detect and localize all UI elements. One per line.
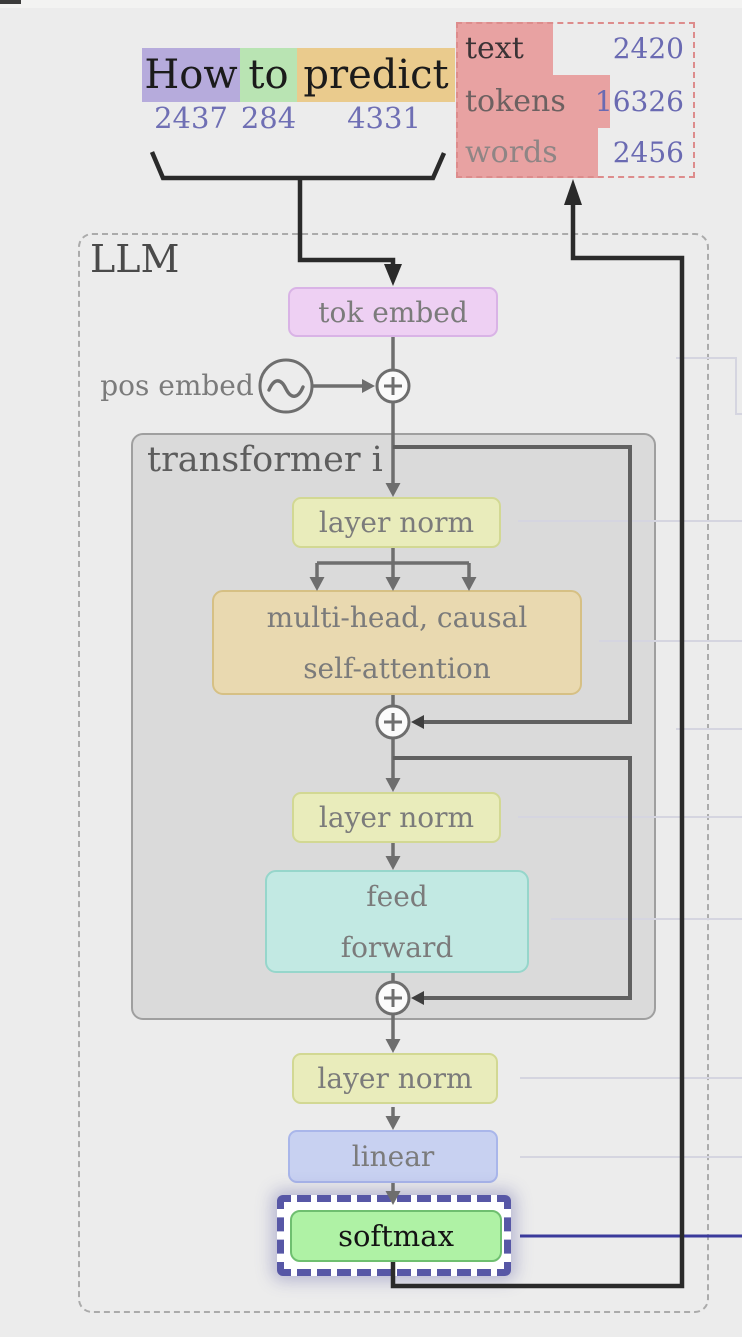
input-token-to[interactable]: to (240, 48, 297, 102)
vocab-row-highlight-words (456, 128, 598, 178)
layer-norm-3-node[interactable]: layer norm (292, 1053, 498, 1104)
softmax-label: softmax (338, 1219, 454, 1253)
vocab-word[interactable]: words (465, 135, 558, 170)
vocab-row-highlight-tokens (456, 75, 610, 128)
input-token-how[interactable]: How (142, 48, 240, 102)
layer-norm-2-label: layer norm (318, 801, 475, 834)
softmax-node[interactable]: softmax (290, 1210, 502, 1262)
token-id-how: 2437 (154, 101, 228, 135)
layer-norm-1-label: layer norm (318, 506, 475, 539)
top-strip (0, 0, 742, 8)
vocab-count: 2420 (612, 32, 684, 65)
transformer-block-label: transformer i (147, 440, 383, 480)
input-token-predict[interactable]: predict (297, 48, 455, 102)
token-id-predict: 4331 (347, 101, 421, 135)
vocab-word[interactable]: text (465, 31, 524, 66)
token-id-to: 284 (240, 101, 297, 135)
linear-label: linear (351, 1140, 435, 1173)
arrowhead-up-icon (564, 179, 582, 205)
self-attention-node[interactable]: multi-head, causal self-attention (212, 590, 582, 695)
layer-norm-3-label: layer norm (317, 1062, 473, 1095)
layer-norm-1-node[interactable]: layer norm (292, 497, 501, 548)
vocab-count: 16326 (594, 85, 684, 118)
input-bracket (149, 151, 447, 181)
corner-sliver (0, 0, 21, 4)
vocab-panel-border (456, 22, 695, 178)
layer-norm-2-node[interactable]: layer norm (292, 792, 501, 843)
vocab-row-highlight-text (456, 22, 553, 75)
vocab-count: 2456 (612, 136, 684, 169)
tok-embed-label: tok embed (318, 295, 468, 329)
llm-label: LLM (90, 237, 180, 281)
feed-forward-label-line1: feed (366, 879, 428, 913)
feed-forward-node[interactable]: feed forward (265, 870, 529, 973)
pos-embed-label: pos embed (100, 369, 254, 402)
self-attention-label-line2: self-attention (303, 651, 491, 685)
tok-embed-node[interactable]: tok embed (288, 287, 498, 337)
self-attention-label-line1: multi-head, causal (266, 600, 528, 634)
feed-forward-label-line2: forward (340, 930, 454, 964)
vocab-word[interactable]: tokens (465, 84, 566, 119)
linear-node[interactable]: linear (288, 1130, 498, 1183)
